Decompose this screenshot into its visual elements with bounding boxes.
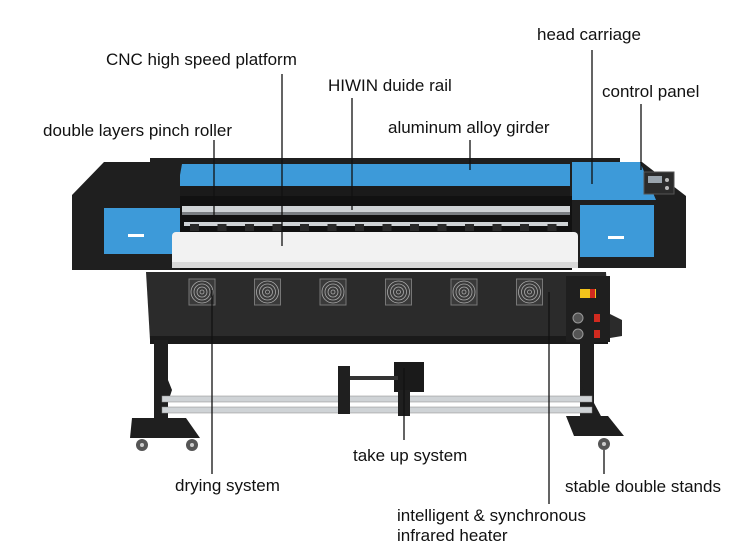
label-heater-line1: intelligent & synchronous [397,506,587,525]
fan-icon [188,278,216,306]
right-blue-panel [580,205,654,257]
pinch-roller [355,224,364,231]
take-up-motor [394,362,424,392]
fan-icon [254,278,281,306]
control-button-icon[interactable] [665,178,669,182]
fan-icon [319,278,347,306]
knob-icon[interactable] [572,328,584,340]
left-panel-handle [128,234,144,237]
side-control-box [566,276,610,342]
pinch-roller [410,224,419,231]
take-up-bracket [350,376,398,380]
rail-shadow [182,212,570,215]
pinch-roller [382,224,392,231]
girder-shadow [178,186,576,196]
aluminum-alloy-girder [178,164,576,186]
control-button-icon[interactable] [665,186,669,190]
pinch-roller [300,224,309,231]
fan-group [188,278,543,306]
hiwin-guide-rail [182,206,570,212]
right-panel-handle [608,236,624,239]
pinch-roller [492,224,502,231]
fan-icon [385,278,412,306]
pinch-roller [272,224,282,231]
media-edge [172,262,578,268]
control-panel-screen [648,176,662,183]
take-up-roller-lower [161,406,593,414]
warning-label [580,289,596,298]
label-drying: drying system [175,476,280,495]
left-stand-foot [130,418,200,438]
pinch-roller [437,224,447,231]
label-cnc-platform: CNC high speed platform [106,50,297,69]
label-head-carriage: head carriage [537,25,641,44]
label-aluminum-girder: aluminum alloy girder [388,118,550,137]
take-up-arm-left [338,366,350,414]
head-carriage [572,162,656,200]
label-pinch-roller: double layers pinch roller [43,121,232,140]
pinch-roller [547,224,557,231]
cnc-platform-media [172,232,578,268]
label-heater-line2: infrared heater [397,526,508,545]
caster-wheel-icon [598,438,610,450]
side-bracket [610,314,622,338]
pinch-roller [245,224,254,231]
leader-lines [211,50,642,504]
label-hiwin-rail: HIWIN duide rail [328,76,452,95]
pinch-roller [465,224,474,231]
fan-icon [516,278,543,306]
emergency-stop-button[interactable] [594,314,600,322]
label-control-panel: control panel [602,82,700,101]
right-stand-foot [566,416,624,436]
left-blue-panel [104,208,180,254]
label-stable-stands: stable double stands [565,477,721,496]
fan-icon [450,278,478,306]
pinch-roller [520,224,529,231]
knob-icon[interactable] [572,312,584,324]
caster-wheel-icon [136,439,148,451]
emergency-stop-button[interactable] [594,330,600,338]
take-up-roller-upper [161,395,593,403]
emergency-indicator [590,289,595,298]
dryer-lower-strip [150,336,608,344]
pinch-roller-bar [184,222,568,226]
pinch-roller-group [190,224,557,231]
pinch-roller [327,224,337,231]
caster-wheel-icon [186,439,198,451]
pinch-roller [217,224,227,231]
label-take-up: take up system [353,446,468,465]
pinch-roller [190,224,199,231]
